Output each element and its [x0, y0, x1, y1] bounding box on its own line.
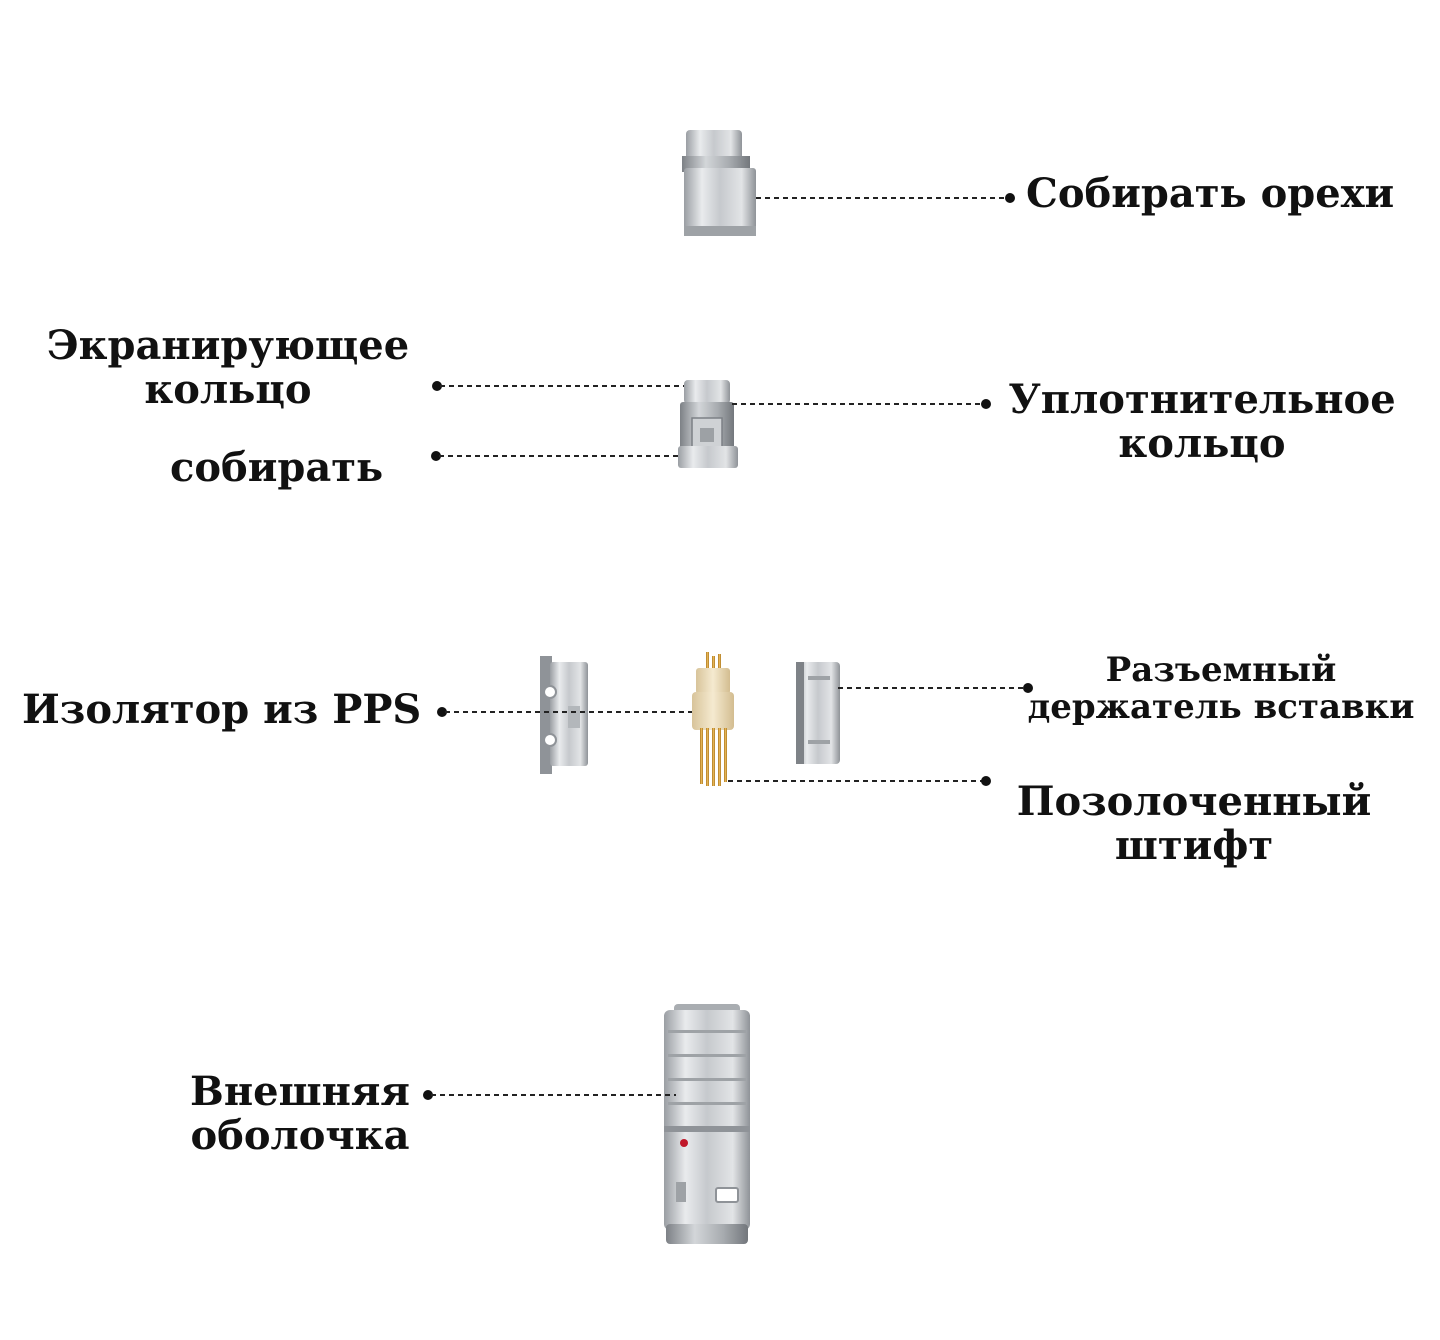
insert-holder-label-line-2: держатель вставки [1027, 687, 1415, 728]
gold-pin-leader [728, 776, 991, 786]
outer-shell-label-line-1: Внешняя [190, 1068, 410, 1115]
outer-shell-label-line-2: оболочка [190, 1112, 410, 1159]
seal-ring-label: Уплотнительное кольцо [996, 378, 1408, 466]
nut-label: Собирать орехи [1026, 170, 1395, 217]
insert-holder-label: Разъемный держатель вставки [1012, 650, 1430, 728]
outer-shell-part [664, 1004, 750, 1244]
gold-pin-label-line-1: Позолоченный [1016, 778, 1372, 825]
shield-ring-label-line-2: кольцо [144, 366, 312, 413]
shield-ring-leader [432, 381, 684, 391]
shield-ring-label-line-1: Экранирующее [46, 322, 410, 369]
gold-pin-label: Позолоченный штифт [1004, 780, 1384, 868]
gold-pin-label-line-2: штифт [1114, 822, 1274, 869]
outer-shell-leader [423, 1090, 676, 1100]
gold-pin-part [692, 652, 734, 786]
seal-ring-leader [732, 399, 991, 409]
outer-shell-label: Внешняя оболочка [180, 1070, 420, 1158]
pps-insulator-label: Изолятор из PPS [22, 686, 422, 733]
insert-holder-part [796, 662, 840, 764]
seal-ring-label-line-2: кольцо [1118, 420, 1286, 467]
pps-insulator-leader [437, 707, 692, 717]
nut-leader [756, 193, 1015, 203]
shield-ring-label: Экранирующее кольцо [28, 324, 428, 412]
seal-ring-label-line-1: Уплотнительное [1008, 376, 1396, 423]
insert-holder-leader [838, 683, 1033, 693]
shield-seal-part [678, 380, 738, 468]
nut-part [682, 130, 756, 236]
shield-assembly-label: собирать [170, 444, 384, 491]
insert-holder-label-line-1: Разъемный [1105, 650, 1337, 690]
shield-assembly-leader [431, 451, 678, 461]
pps-insulator-part [540, 656, 588, 774]
